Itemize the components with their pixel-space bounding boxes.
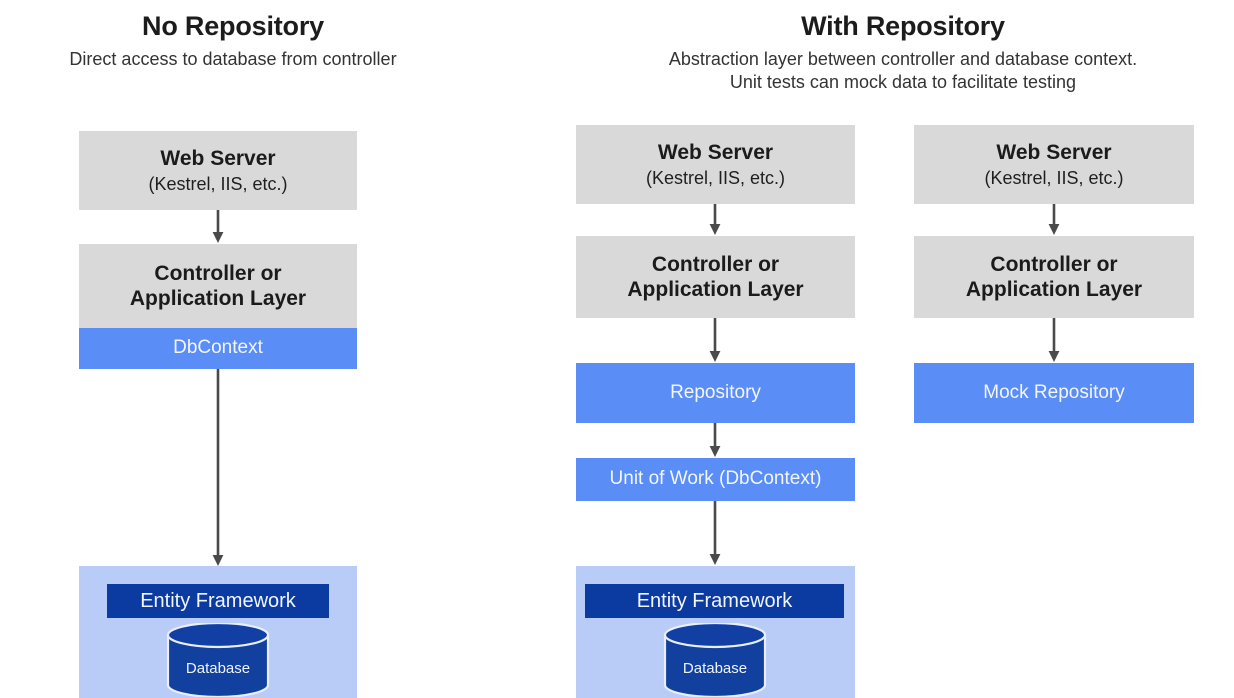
node-dbcontext-col1: DbContext: [79, 328, 357, 369]
entity-framework-bar-col2: Entity Framework: [585, 584, 844, 618]
controller-title-line1: Controller or: [651, 252, 780, 276]
database-cylinder-col1: Database: [166, 623, 270, 697]
node-controller-col1: Controller or Application Layer: [79, 244, 357, 328]
node-entity-framework-container-col2: Entity Framework Database: [576, 566, 855, 698]
panel-subtitle-no-repository: Direct access to database from controlle…: [69, 48, 397, 69]
mock-repository-label: Mock Repository: [983, 381, 1125, 403]
node-web-server-col3: Web Server (Kestrel, IIS, etc.): [914, 125, 1194, 204]
node-controller-col2: Controller or Application Layer: [576, 236, 855, 318]
panel-title-no-repository: No Repository: [142, 11, 324, 41]
database-cylinder-col2: Database: [663, 623, 767, 697]
web-server-title: Web Server: [160, 146, 276, 170]
arrow-unitofwork-to-entityframework-col2: [706, 501, 724, 566]
node-repository-col2: Repository: [576, 363, 855, 423]
node-unit-of-work-col2: Unit of Work (DbContext): [576, 458, 855, 501]
repository-label: Repository: [670, 381, 761, 403]
node-entity-framework-container-col1: Entity Framework Database: [79, 566, 357, 698]
web-server-title: Web Server: [996, 140, 1112, 164]
entity-framework-label: Entity Framework: [140, 590, 296, 612]
arrow-controller-to-repository-col2: [706, 318, 724, 363]
web-server-subtitle: (Kestrel, IIS, etc.): [645, 167, 786, 188]
entity-framework-label: Entity Framework: [636, 590, 793, 612]
web-server-subtitle: (Kestrel, IIS, etc.): [984, 167, 1124, 188]
controller-title-line1: Controller or: [154, 261, 282, 285]
panel-subtitle-with-repository-line2: Unit tests can mock data to facilitate t…: [729, 72, 1077, 93]
panel-heading-no-repository: No Repository Direct access to database …: [0, 11, 466, 71]
arrow-webserver-to-controller-col1: [209, 210, 227, 244]
arrow-webserver-to-controller-col2: [706, 204, 724, 236]
node-mock-repository-col3: Mock Repository: [914, 363, 1194, 423]
arrow-repository-to-unitofwork-col2: [706, 423, 724, 458]
node-web-server-col1: Web Server (Kestrel, IIS, etc.): [79, 131, 357, 210]
panel-subtitle-with-repository-line1: Abstraction layer between controller and…: [668, 48, 1138, 69]
controller-title-line2: Application Layer: [627, 278, 804, 301]
node-controller-col3: Controller or Application Layer: [914, 236, 1194, 318]
controller-title-line2: Application Layer: [965, 278, 1143, 301]
controller-title-line1: Controller or: [990, 252, 1118, 276]
panel-heading-with-repository: With Repository Abstraction layer betwee…: [572, 11, 1234, 95]
web-server-subtitle: (Kestrel, IIS, etc.): [148, 173, 288, 194]
web-server-title: Web Server: [657, 140, 774, 164]
unit-of-work-label: Unit of Work (DbContext): [609, 468, 822, 490]
arrow-dbcontext-to-entityframework-col1: [209, 369, 227, 567]
panel-title-with-repository: With Repository: [801, 11, 1005, 41]
dbcontext-label: DbContext: [173, 337, 263, 359]
entity-framework-bar-col1: Entity Framework: [107, 584, 329, 618]
arrow-controller-to-mockrepository-col3: [1045, 318, 1063, 363]
node-web-server-col2: Web Server (Kestrel, IIS, etc.): [576, 125, 855, 204]
arrow-webserver-to-controller-col3: [1045, 204, 1063, 236]
controller-title-line2: Application Layer: [129, 287, 307, 310]
